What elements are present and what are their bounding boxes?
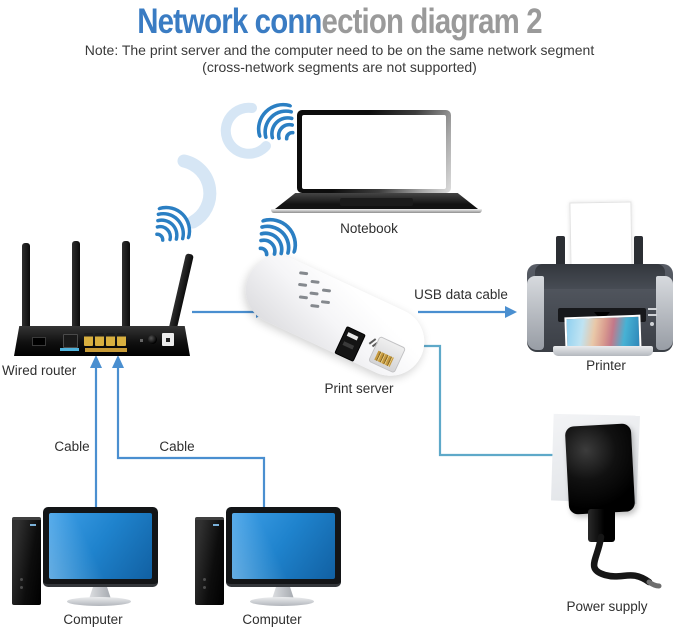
computer-right — [193, 505, 353, 606]
printer-label: Printer — [586, 358, 626, 373]
notebook-screen — [297, 110, 451, 193]
vent-hole — [310, 304, 320, 309]
cable-left-label: Cable — [54, 439, 90, 454]
vent-hole — [321, 288, 332, 293]
router-antenna — [22, 243, 30, 328]
computer-tower — [12, 517, 41, 605]
printer-button — [648, 314, 657, 316]
monitor-base — [67, 597, 131, 606]
router-lan-ports — [84, 333, 128, 346]
printer-paper-support — [556, 236, 565, 272]
router-power-jack — [162, 333, 174, 346]
print-server-label: Print server — [324, 381, 394, 396]
print-server — [234, 245, 436, 387]
power-cable-line-print-server-to-outlet — [420, 344, 554, 457]
cable-right-label: Cable — [159, 439, 195, 454]
page-title-gray-part: ection diagram 2 — [321, 2, 543, 41]
printer-side-panel — [656, 276, 673, 350]
vent-hole — [320, 300, 331, 305]
computer-right-label: Computer — [242, 612, 302, 627]
monitor-stand — [89, 587, 111, 599]
arrowhead-up-icon — [112, 355, 124, 368]
computer-monitor — [226, 507, 341, 587]
monitor-screen — [49, 513, 152, 579]
router-lan-strip — [85, 348, 127, 352]
router-antenna — [72, 241, 80, 328]
notebook-base-edge — [271, 209, 482, 213]
note-line-1: Note: The print server and the computer … — [84, 42, 595, 58]
wifi-signal-icon — [258, 217, 298, 257]
printer-side-panel — [527, 276, 544, 350]
printer-output-tray — [553, 346, 653, 356]
router-antenna — [122, 241, 130, 328]
printer-button — [648, 308, 657, 310]
power-cable — [590, 533, 662, 589]
wired-router-label: Wired router — [2, 363, 77, 378]
vent-hole — [309, 291, 319, 296]
note-line-2: (cross-network segments are not supporte… — [202, 59, 477, 75]
monitor-stand — [272, 587, 294, 599]
note-text: Note: The print server and the computer … — [0, 42, 679, 76]
wifi-signal-icon — [155, 205, 192, 242]
router-body — [14, 326, 190, 356]
vent-hole — [298, 295, 309, 300]
power-supply-label: Power supply — [566, 599, 648, 614]
router-power-slot — [32, 337, 46, 346]
router-antenna-connector — [148, 335, 157, 344]
computer-left — [10, 505, 170, 606]
router-wan-strip — [60, 348, 79, 351]
arrowhead-right-icon — [505, 306, 517, 318]
monitor-base — [250, 597, 314, 606]
computer-tower — [195, 517, 224, 605]
printer-paper-support — [634, 236, 643, 272]
page-title-blue-part: Network conn — [137, 2, 322, 41]
computer-left-label: Computer — [63, 612, 123, 627]
vent-hole — [310, 279, 320, 284]
printer-body — [527, 264, 673, 356]
notebook-keyboard-base — [275, 193, 478, 209]
notebook-label: Notebook — [340, 221, 398, 236]
printer-top-cover — [535, 264, 665, 289]
monitor-screen — [232, 513, 335, 579]
usb-data-cable-label: USB data cable — [414, 287, 508, 302]
router-antenna — [168, 253, 194, 333]
router-reset-button — [140, 339, 143, 342]
page-title: Network connection diagram 2 — [54, 2, 624, 42]
vent-hole — [298, 271, 309, 276]
computer-monitor — [43, 507, 158, 587]
printer-paper — [569, 201, 633, 273]
printer-power-button — [650, 322, 654, 326]
router-wan-port — [63, 334, 78, 348]
power-adapter — [564, 423, 636, 515]
vent-hole — [297, 282, 308, 287]
cable-line-right-computer-to-router — [116, 366, 266, 508]
usb-port — [334, 325, 366, 363]
